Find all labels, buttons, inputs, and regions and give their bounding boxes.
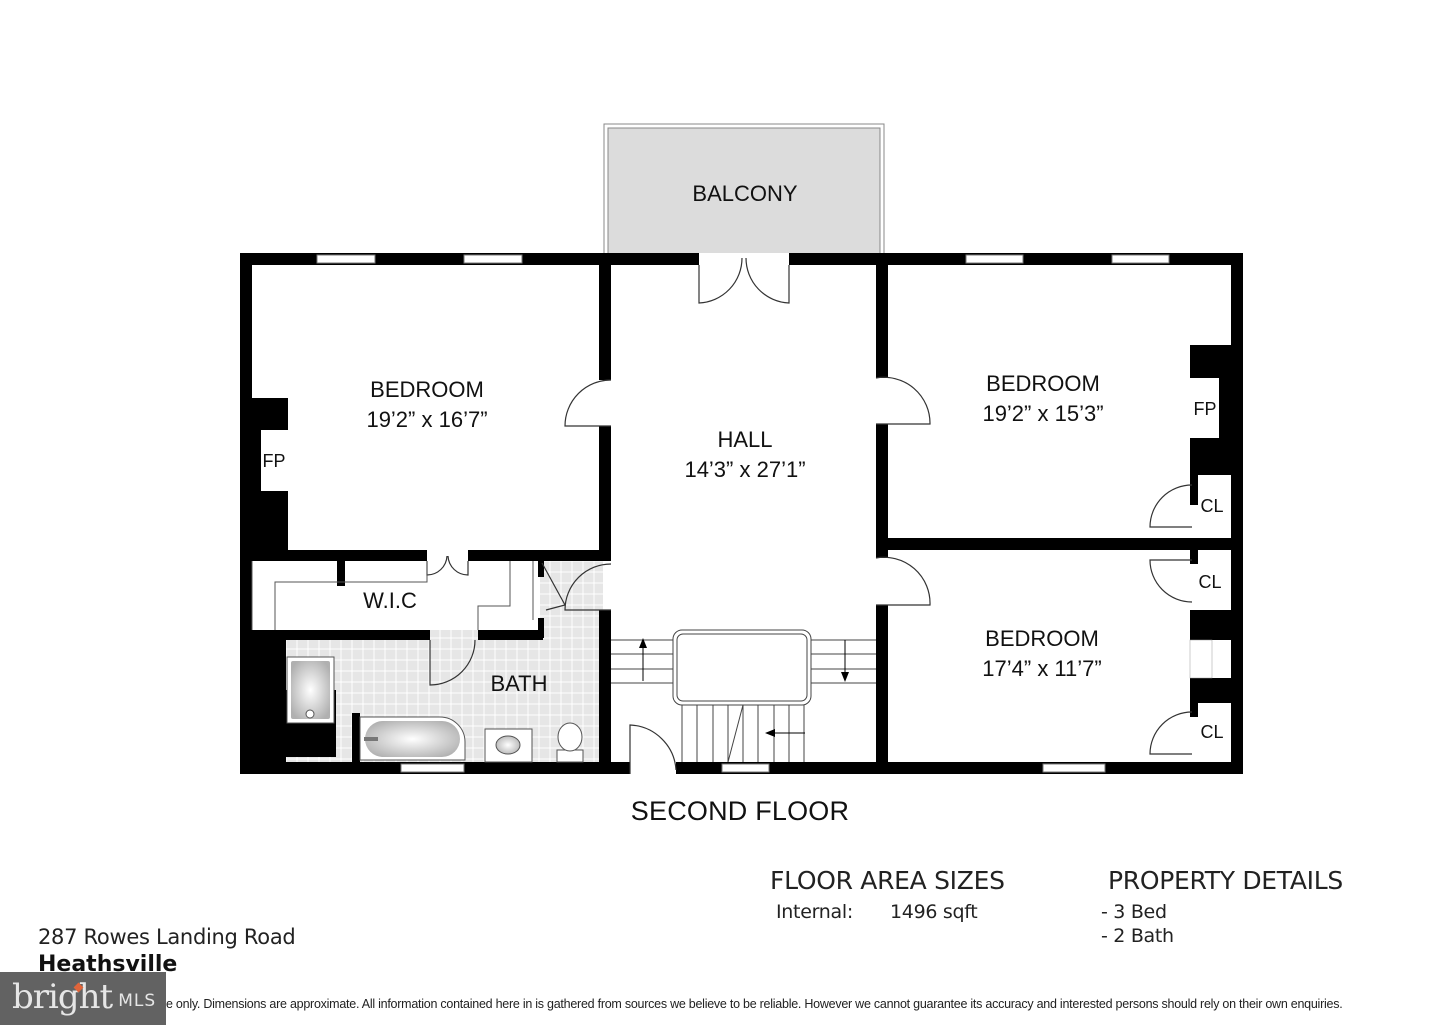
bedroom-right-top-name: BEDROOM [986,371,1100,396]
balcony: BALCONY [603,123,885,255]
windows [316,254,1170,773]
closet-1-label: CL [1200,496,1223,516]
closet-3-label: CL [1200,722,1223,742]
door-swings [426,376,931,774]
logo-brand-text: bright [12,976,113,1017]
floor-area-internal-value: 1496 sqft [890,901,978,923]
bedroom-right-bottom-name: BEDROOM [985,626,1099,651]
bedroom-right-top-dims: 19’2” x 15’3” [982,401,1103,426]
disclaimer-text: ve only. Dimensions are approximate. All… [160,997,1343,1011]
floor-area-heading: FLOOR AREA SIZES [770,866,1005,895]
bedroom-left-dims: 19’2” x 16’7” [366,407,487,432]
bedroom-left-name: BEDROOM [370,377,484,402]
stairs-up-arrow-icon [639,638,647,648]
floor-title: SECOND FLOOR [630,796,850,826]
staircase [611,629,876,763]
hall-dims: 14’3” x 27’1” [684,457,805,482]
bedroom-right-bottom-dims: 17’4” x 11’7” [982,656,1101,681]
interior-walls [240,253,1243,774]
fireplace-right [1190,378,1219,438]
wic-shelving [251,561,534,630]
balcony-label: BALCONY [692,181,797,206]
closet-2-label: CL [1198,572,1221,592]
hall-name: HALL [717,427,772,452]
toilet [556,722,584,763]
closets: CL CL CL [1149,475,1231,762]
address-street: 287 Rowes Landing Road [38,925,296,949]
fp-left-label: FP [262,451,285,471]
property-details-heading: PROPERTY DETAILS [1108,866,1343,895]
logo-suffix-text: MLS [118,990,157,1011]
floor-area-internal-label: Internal: [776,901,853,923]
french-doors [698,253,790,304]
bright-mls-logo: bright MLS [0,972,166,1025]
stairs-arrow-left-icon [765,729,775,737]
wall-niche [1189,639,1213,679]
bath-entry-tiles [540,560,603,640]
bathtub [359,716,466,761]
property-detail-baths: - 2 Bath [1101,925,1174,947]
property-detail-beds: - 3 Bed [1101,901,1167,923]
stairs-down-arrow-icon [841,672,849,682]
bath-label: BATH [490,671,547,696]
fireplace-left [261,430,288,491]
bath-door-tiles [430,630,478,650]
fp-right-label: FP [1193,399,1216,419]
wic-label: W.I.C [363,588,417,613]
sink [484,728,533,763]
shower [286,656,335,724]
